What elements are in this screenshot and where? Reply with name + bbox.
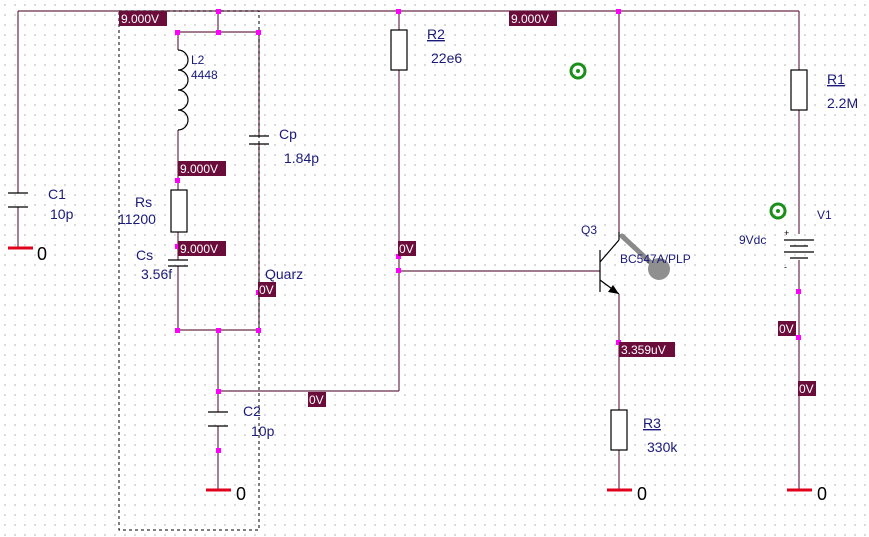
voltage-badge-quartz-right[interactable]: 0V — [258, 282, 276, 297]
c2-value: 10p — [251, 423, 275, 439]
voltage-probe-marker[interactable] — [619, 233, 670, 280]
capacitor-c2[interactable] — [208, 411, 228, 427]
l2-ref: L2 — [191, 53, 205, 67]
resistor-r3[interactable] — [610, 409, 628, 451]
resistor-rs[interactable] — [170, 189, 188, 233]
probe-marker-top[interactable] — [569, 62, 587, 80]
voltage-badge-rs-bottom[interactable]: 9.000V — [178, 241, 226, 256]
voltage-badge-v1-minus[interactable]: 0V — [778, 321, 796, 336]
ground-label-c2: 0 — [236, 484, 246, 504]
svg-text:0V: 0V — [779, 322, 794, 336]
transistor-q3[interactable] — [599, 232, 620, 295]
rs-ref: Rs — [135, 194, 152, 210]
voltage-source-v1[interactable]: + - — [784, 228, 814, 272]
voltage-badge-top-right[interactable]: 9.000V — [509, 11, 557, 26]
q3-ref: Q3 — [581, 223, 597, 237]
resistor-r1[interactable] — [790, 69, 808, 111]
capacitor-cs[interactable] — [168, 259, 188, 267]
v1-ref: V1 — [817, 208, 832, 222]
wire-cs-bottom[interactable] — [177, 266, 259, 331]
capacitor-c1[interactable] — [8, 192, 28, 208]
cs-ref: Cs — [136, 247, 153, 263]
voltage-badge-l2-bottom[interactable]: 9.000V — [178, 161, 226, 176]
quartz-enclosure — [118, 10, 260, 531]
emitter-arrow — [608, 285, 619, 294]
svg-text:0V: 0V — [799, 382, 814, 396]
voltage-badge-base[interactable]: 0V — [398, 241, 416, 256]
svg-text:9.000V: 9.000V — [511, 12, 549, 26]
r3-value: 330k — [647, 439, 678, 455]
svg-text:0V: 0V — [309, 393, 324, 407]
cp-value: 1.84p — [284, 150, 319, 166]
svg-text:9.000V: 9.000V — [180, 242, 218, 256]
v1-value: 9Vdc — [739, 233, 766, 247]
ground-label-c1: 0 — [37, 244, 47, 264]
r3-ref: R3 — [643, 415, 661, 431]
r2-value: 22e6 — [431, 50, 462, 66]
rs-value: 11200 — [118, 211, 156, 227]
quartz-label: Quarz — [265, 266, 303, 282]
probe-marker-v1[interactable] — [769, 202, 787, 220]
voltage-badge-c2-node[interactable]: 0V — [308, 392, 326, 407]
r1-value: 2.2M — [827, 95, 858, 111]
svg-text:0V: 0V — [399, 242, 414, 256]
l2-value: 4448 — [191, 68, 218, 82]
wires — [17, 10, 800, 490]
c2-ref: C2 — [243, 403, 261, 419]
r1-ref: R1 — [827, 71, 845, 87]
voltage-badge-emitter[interactable]: 3.359uV — [619, 342, 675, 357]
ground-label-r3: 0 — [637, 484, 647, 504]
capacitor-cp[interactable] — [249, 135, 269, 145]
svg-text:+: + — [784, 228, 789, 238]
voltage-badge-top-left[interactable]: 9.000V — [119, 11, 167, 26]
svg-text:3.359uV: 3.359uV — [621, 343, 666, 357]
cs-value: 3.56f — [141, 266, 172, 282]
inductor-l2[interactable] — [177, 49, 189, 131]
svg-text:9.000V: 9.000V — [121, 12, 159, 26]
r2-ref: R2 — [427, 26, 445, 42]
svg-text:-: - — [784, 262, 787, 272]
c1-ref: C1 — [48, 186, 66, 202]
ground-label-v1: 0 — [817, 484, 827, 504]
svg-text:0V: 0V — [259, 283, 274, 297]
svg-text:9.000V: 9.000V — [180, 162, 218, 176]
cp-ref: Cp — [279, 126, 297, 142]
junctions — [175, 9, 801, 453]
resistor-r2[interactable] — [390, 29, 408, 71]
c1-value: 10p — [50, 206, 74, 222]
voltage-badge-v1-bottom[interactable]: 0V — [798, 381, 816, 396]
q3-value: BC547A/PLP — [620, 252, 691, 266]
